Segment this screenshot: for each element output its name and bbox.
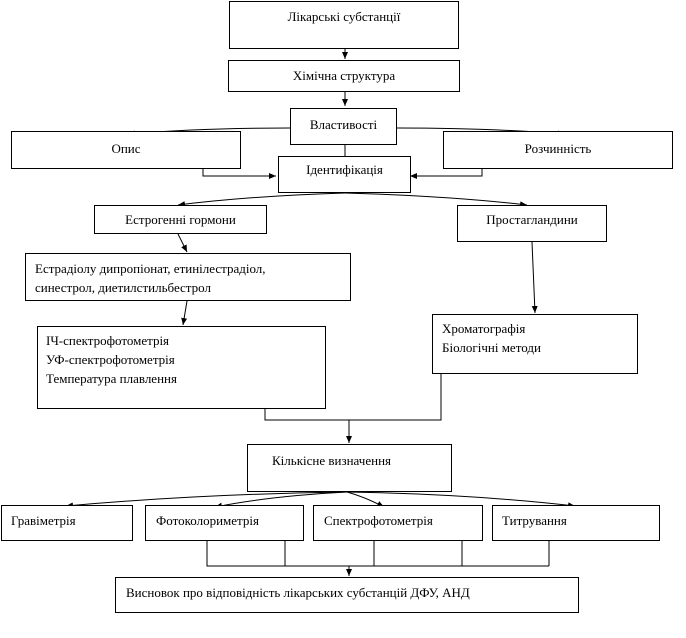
line-methods-join	[206, 541, 549, 567]
node-quantitative: Кількісне визначення	[247, 444, 452, 492]
node-identification-label: Ідентифікація	[306, 162, 383, 177]
prostaglandin-method-biological: Біологічні методи	[442, 340, 541, 355]
node-properties-label: Властивості	[309, 117, 378, 132]
arrow-quantitative-gravimetry	[65, 491, 348, 509]
node-titration: Титрування	[492, 505, 660, 541]
node-gravimetry: Гравіметрія	[1, 505, 133, 541]
node-description-label: Опис	[111, 141, 141, 156]
node-titration-label: Титрування	[502, 513, 567, 528]
node-solubility: Розчинність	[443, 131, 673, 169]
node-structure: Хімічна структура	[228, 60, 460, 92]
arrow-quantitative-photocolorimetry	[214, 491, 348, 509]
node-gravimetry-label: Гравіметрія	[11, 513, 76, 528]
arrow-quantitative-titration	[346, 491, 576, 509]
arrow-solubility-identification	[410, 169, 483, 179]
node-substances: Лікарські субстанції	[229, 1, 459, 49]
node-estrogens: Естрогенні гормони	[94, 205, 267, 234]
node-solubility-label: Розчинність	[524, 141, 592, 156]
arrow-estrogens-list	[177, 233, 188, 253]
node-prostaglandins: Простагландини	[457, 205, 607, 242]
node-estrogen-list: Естрадіолу дипропіонат, етинілестрадіол,…	[25, 253, 351, 301]
arrow-list-methods	[181, 300, 188, 326]
estrogen-method-melting: Температура плавлення	[46, 371, 177, 386]
arrow-prostaglandins-methods	[531, 241, 538, 314]
arrow-description-identification	[202, 169, 276, 179]
node-estrogen-methods: ІЧ-спектрофотометрія УФ-спектрофотометрі…	[37, 326, 326, 409]
line-prostaglandin-methods-join	[349, 374, 442, 421]
node-spectrophotometry-label: Спектрофотометрія	[324, 513, 433, 528]
estrogen-method-ir: ІЧ-спектрофотометрія	[46, 333, 170, 348]
node-estrogens-label: Естрогенні гормони	[125, 212, 236, 227]
arrow-identification-estrogens	[177, 192, 346, 208]
estrogen-list-line-2: синестрол, диетилстильбестрол	[35, 280, 211, 295]
node-photocolorimetry-label: Фотоколориметрія	[156, 513, 259, 528]
node-prostaglandins-label: Простагландини	[486, 212, 578, 227]
arrow-identification-prostaglandins	[344, 192, 528, 208]
prostaglandin-method-chromatography: Хроматографія	[442, 321, 526, 336]
node-conclusion-label: Висновок про відповідність лікарських су…	[126, 585, 470, 600]
node-quantitative-label: Кількісне визначення	[272, 453, 392, 468]
line-estrogen-methods-join	[264, 409, 349, 421]
estrogen-list-line-1: Естрадіолу дипропіонат, етинілестрадіол,	[35, 261, 266, 276]
node-conclusion: Висновок про відповідність лікарських су…	[115, 577, 579, 613]
node-photocolorimetry: Фотоколориметрія	[145, 505, 304, 541]
node-structure-label: Хімічна структура	[292, 68, 396, 83]
estrogen-method-uv: УФ-спектрофотометрія	[46, 352, 175, 367]
node-description: Опис	[11, 131, 241, 169]
node-substances-label: Лікарські субстанції	[287, 9, 401, 24]
node-identification: Ідентифікація	[278, 156, 411, 193]
node-properties: Властивості	[290, 108, 397, 145]
node-spectrophotometry: Спектрофотометрія	[313, 505, 483, 541]
node-prostaglandin-methods: Хроматографія Біологічні методи	[432, 314, 638, 374]
